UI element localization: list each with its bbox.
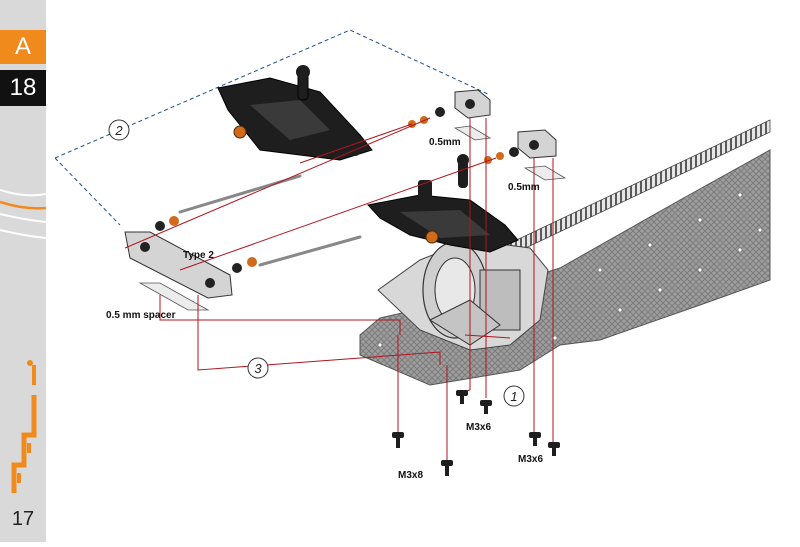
section-tab: A	[0, 30, 46, 64]
brand-logo	[11, 360, 37, 493]
shim-plates	[138, 125, 567, 311]
page-number: 17	[11, 508, 35, 530]
label-type2: Type 2	[183, 250, 214, 261]
label-screw-m3x6-right: M3x6	[518, 454, 543, 465]
label-spacer: 0.5 mm spacer	[106, 310, 176, 321]
callout-number-2: 2	[114, 123, 123, 138]
label-shim-upper: 0.5mm	[429, 137, 461, 148]
sidebar: A 18 17	[0, 0, 46, 542]
bulkhead-assembly	[377, 239, 549, 351]
callout-number-3: 3	[254, 361, 262, 376]
chassis-holes	[377, 192, 763, 348]
decorative-stripes	[0, 189, 46, 239]
label-screw-m3x6-center: M3x6	[466, 422, 491, 433]
step-number-tab: 18	[0, 70, 46, 106]
label-screw-m3x8: M3x8	[398, 470, 423, 481]
screws	[392, 390, 560, 476]
label-shim-right: 0.5mm	[508, 182, 540, 193]
callout-number-1: 1	[510, 389, 517, 404]
suspension-arm-lower	[367, 154, 519, 253]
pivot-block-upper	[454, 89, 491, 119]
callout-circle-1	[503, 385, 525, 407]
assembly-diagram: 2 3 1 Type 2 0.5 mm spacer 0.5mm 0.5mm M…	[46, 0, 800, 542]
assembly-guide-lines	[124, 117, 554, 460]
bushings	[155, 107, 519, 273]
pivot-block-right	[517, 129, 557, 159]
callout-circle-3	[247, 357, 269, 379]
pivot-block-type2	[124, 231, 233, 299]
suspension-arm-upper	[217, 65, 373, 161]
callout-circle-2	[108, 119, 130, 141]
callout-frame	[54, 29, 491, 226]
